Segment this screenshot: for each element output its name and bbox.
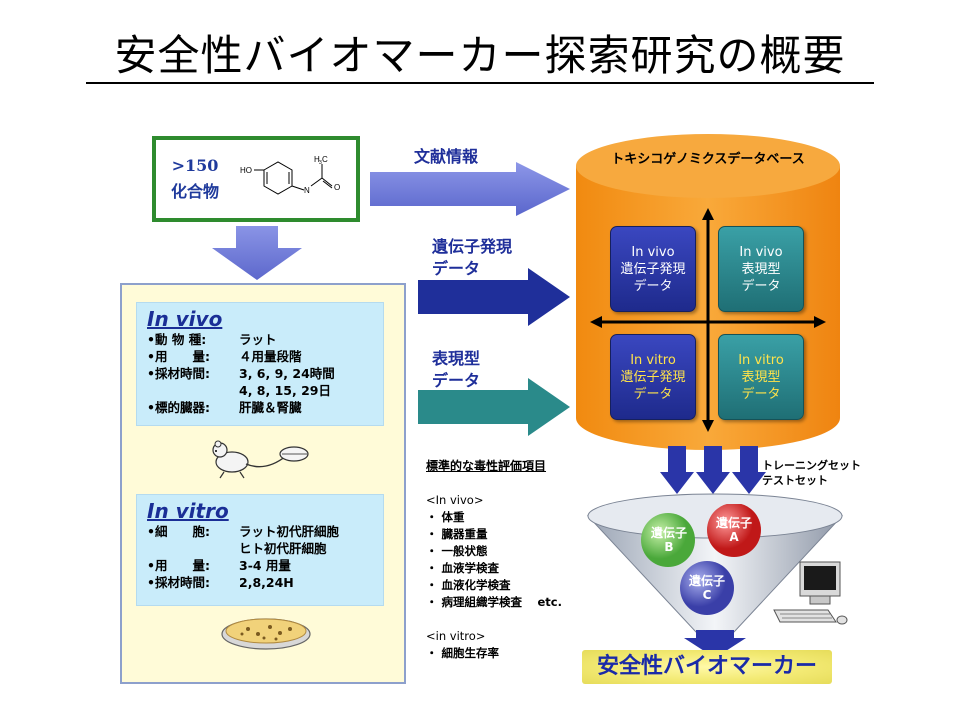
invivo-row: •採材時間:3, 6, 9, 24時間 [147, 366, 335, 381]
computer-icon [773, 561, 848, 625]
gene-expression-arrow [418, 268, 570, 326]
tox-item: ・ 臓器重量 [426, 527, 488, 541]
tox-item: ・ 血液学検査 [426, 561, 500, 575]
db-output-arrows [660, 446, 766, 494]
literature-label: 文献情報 [414, 147, 479, 166]
title-underline [86, 82, 874, 84]
tox-invivo-heading: <In vivo> [426, 493, 484, 507]
invitro-heading: In vitro [147, 499, 229, 523]
n-label: N [304, 186, 310, 195]
training-test-set-label: トレーニングセットテストセット [762, 459, 861, 487]
invivo-row: •標的臓器:肝臓＆腎臓 [147, 400, 302, 415]
invitro-conditions-box: In vitro •細 胞:ラット初代肝細胞 ヒト初代肝細胞 •用 量:3-4 … [136, 494, 384, 606]
gene-c-ball [680, 561, 734, 615]
database-label: トキシコゲノミクスデータベース [611, 152, 805, 167]
result-biomarker: 安全性バイオマーカー [582, 650, 832, 684]
sub-label: 3 [319, 160, 322, 166]
invitro-row: •採材時間:2,8,24H [147, 575, 294, 590]
tox-invitro-heading: <in vitro> [426, 629, 486, 643]
compound-label: 化合物 [170, 182, 219, 201]
tox-title: 標準的な毒性評価項目 [426, 459, 547, 473]
page-title: 安全性バイオマーカー探索研究の概要 [114, 31, 846, 80]
phenotype-label: 表現型データ [432, 349, 481, 390]
tox-item: ・ 一般状態 [426, 544, 488, 558]
h-label: H [314, 155, 320, 164]
gene-expression-label: 遺伝子発現データ [432, 237, 513, 278]
invivo-conditions-box: In vivo •動 物 種:ラット •用 量:４用量段階 •採材時間:3, 6… [136, 302, 384, 426]
compound-count: >150 [171, 156, 219, 175]
petri-dish-icon [221, 618, 311, 650]
tox-item: ・ 血液化学検査 [426, 578, 511, 592]
molecule-structure: HO N O H 3 C [234, 148, 350, 206]
c-label: C [322, 155, 328, 164]
literature-arrow [370, 162, 570, 216]
ho-label: HO [240, 166, 252, 175]
tox-item: ・ 体重 [426, 510, 465, 524]
phenotype-arrow [418, 378, 570, 436]
tox-item: ・ 病理組織学検査 etc. [426, 595, 562, 609]
rat-icon [212, 440, 309, 479]
o-label: O [334, 183, 340, 192]
invitro-row: •用 量:3-4 用量 [147, 558, 291, 573]
invitro-row: •細 胞:ラット初代肝細胞 [147, 524, 340, 539]
down-arrow-compound [212, 226, 302, 280]
invivo-row: •動 物 種:ラット [147, 332, 277, 347]
tox-evaluation-list: 標準的な毒性評価項目 <In vivo> ・ 体重 ・ 臓器重量 ・ 一般状態 … [426, 458, 562, 662]
invivo-row: •用 量:４用量段階 [147, 349, 302, 364]
gene-balls [641, 504, 761, 615]
tox-item: ・ 細胞生存率 [426, 646, 500, 660]
gene-a-ball [707, 504, 761, 557]
invivo-heading: In vivo [147, 307, 223, 331]
invitro-row: ヒト初代肝細胞 [239, 541, 327, 556]
invivo-row: 4, 8, 15, 29日 [239, 383, 331, 398]
gene-b-ball [641, 513, 695, 567]
